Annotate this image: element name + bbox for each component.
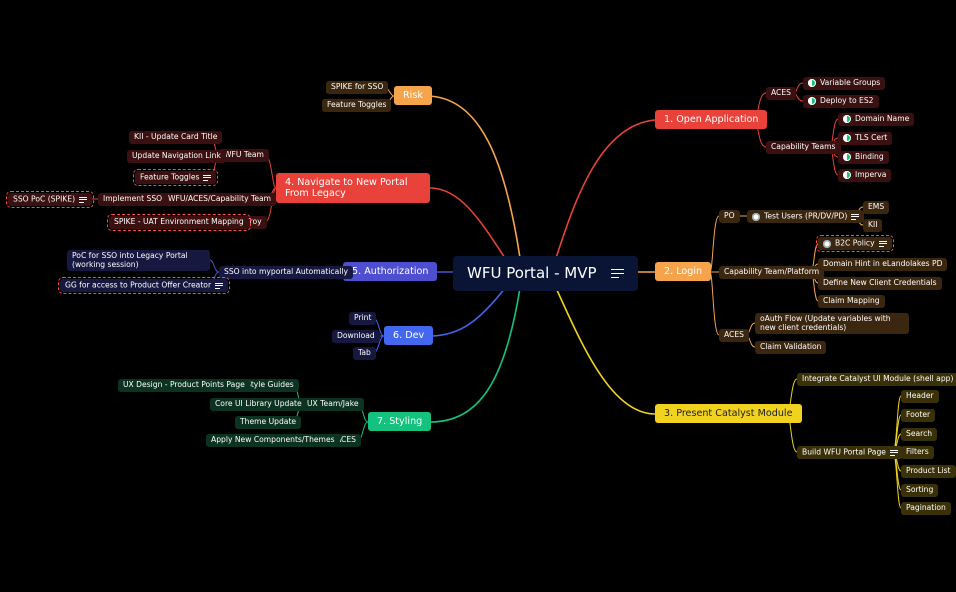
notes-icon[interactable] [215,281,224,290]
b2c-policy-task[interactable]: B2C Policy [816,234,894,253]
gg-access-item[interactable]: GG for access to Product Offer Creator [57,276,231,295]
tls-cert-label: TLS Cert [855,133,888,142]
notes-icon[interactable] [851,212,860,221]
domain-hint-item[interactable]: Domain Hint in eLandolakes PD [818,258,948,271]
catalyst-topic[interactable]: 3. Present Catalyst Module [655,404,802,424]
domain-name-label: Domain Name [855,114,910,123]
login-aces[interactable]: ACES [719,329,749,342]
notes-icon[interactable] [79,195,88,204]
deploy-es2-label: Deploy to ES2 [820,96,874,105]
central-topic[interactable]: WFU Portal - MVP [453,256,638,292]
wfu-team[interactable]: WFU Team [219,149,269,162]
test-users-label: Test Users (PR/DV/PD) [764,211,848,221]
risk-feature-toggles-item[interactable]: Feature Toggles [322,99,392,112]
domain-name-task[interactable]: Domain Name [838,113,915,126]
imperva-task[interactable]: Imperva [838,169,892,182]
notes-icon[interactable] [878,239,887,248]
notes-icon[interactable] [610,266,624,280]
catalyst-search[interactable]: Search [901,428,938,441]
catalyst-product-list[interactable]: Product List [901,465,956,478]
poc-sso-legacy-item[interactable]: PoC for SSO into Legacy Portal (working … [67,250,210,272]
imperva-label: Imperva [855,170,887,179]
integrate-catalyst-item[interactable]: Integrate Catalyst UI Module (shell app) [797,373,956,386]
progress-half-icon [843,134,851,142]
navigate-topic[interactable]: 4. Navigate to New Portal From Legacy [276,173,430,204]
navigate-feature-toggles-label: Feature Toggles [140,172,200,182]
sso-into-myportal-item[interactable]: SSO into myportal Automatically [219,266,353,279]
login-po[interactable]: PO [719,210,740,223]
build-portal-page-item[interactable]: Build WFU Portal Page [797,446,903,460]
central-topic-label: WFU Portal - MVP [467,264,597,282]
notes-icon[interactable] [203,173,212,182]
styling-topic[interactable]: 7. Styling [368,412,432,432]
capability-teams[interactable]: Capability Teams [766,141,841,154]
theme-update-item[interactable]: Theme Update [235,416,302,429]
open-app-aces[interactable]: ACES [766,87,796,100]
open-application-topic[interactable]: 1. Open Application [655,110,768,130]
binding-label: Binding [855,152,884,161]
spike-sso-item[interactable]: SPIKE for SSO [326,81,389,94]
claim-validation-item[interactable]: Claim Validation [755,341,827,354]
kii-item[interactable]: KII [863,219,883,232]
progress-complete-icon [823,239,831,248]
dev-topic[interactable]: 6. Dev [384,326,434,346]
ux-design-item[interactable]: UX Design - Product Points Page [118,379,250,392]
oauth-flow-item[interactable]: oAuth Flow (Update variables with new cl… [755,313,909,335]
sso-poc-label: SSO PoC (SPIKE) [13,194,76,204]
variable-groups-task[interactable]: Variable Groups [803,77,886,90]
progress-half-icon [808,79,816,87]
progress-half-icon [843,171,851,179]
progress-complete-icon [752,212,760,221]
implement-sso-item[interactable]: Implement SSO [98,193,168,206]
ux-team-jake[interactable]: UX Team/Jake [302,398,364,411]
binding-task[interactable]: Binding [838,151,889,164]
progress-half-icon [808,97,816,105]
core-ui-library-item[interactable]: Core UI Library Update [210,398,307,411]
b2c-policy-label: B2C Policy [835,238,875,248]
variable-groups-label: Variable Groups [820,78,881,87]
catalyst-footer[interactable]: Footer [901,409,936,422]
catalyst-sorting[interactable]: Sorting [901,484,939,497]
spike-uat-mapping-item[interactable]: SPIKE - UAT Environment Mapping [107,214,251,231]
capability-team-platform[interactable]: Capability Team/Platform [719,266,825,279]
catalyst-pagination[interactable]: Pagination [901,502,951,515]
notes-icon[interactable] [889,448,898,457]
risk-topic[interactable]: Risk [394,86,432,106]
update-navigation-item[interactable]: Update Navigation Link [127,150,226,163]
dev-download[interactable]: Download [332,330,380,343]
sso-poc-spike-item[interactable]: SSO PoC (SPIKE) [5,190,95,209]
login-topic[interactable]: 2. Login [655,262,712,282]
dev-tab[interactable]: Tab [353,347,376,360]
deploy-es2-task[interactable]: Deploy to ES2 [803,95,879,108]
tls-cert-task[interactable]: TLS Cert [838,132,893,145]
progress-half-icon [843,115,851,123]
claim-mapping-item[interactable]: Claim Mapping [818,295,885,308]
wfu-aces-capability-team[interactable]: WFU/ACES/Capability Team [163,193,277,206]
style-guides-item[interactable]: Style Guides [241,379,299,392]
navigate-feature-toggles-item[interactable]: Feature Toggles [132,168,219,187]
build-portal-page-label: Build WFU Portal Page [802,447,886,457]
authorization-topic[interactable]: 5. Authorization [343,262,438,282]
define-credentials-item[interactable]: Define New Client Credentials [818,277,942,290]
catalyst-header[interactable]: Header [901,390,939,403]
progress-half-icon [843,153,851,161]
ems-item[interactable]: EMS [863,201,890,214]
apply-new-components-item[interactable]: Apply New Components/Themes [206,434,340,447]
dev-print[interactable]: Print [349,312,377,325]
gg-access-label: GG for access to Product Offer Creator [65,280,212,290]
kii-update-card-item[interactable]: KII - Update Card Title [129,131,223,144]
test-users-task[interactable]: Test Users (PR/DV/PD) [747,210,865,224]
catalyst-filters[interactable]: Filters [901,446,934,459]
